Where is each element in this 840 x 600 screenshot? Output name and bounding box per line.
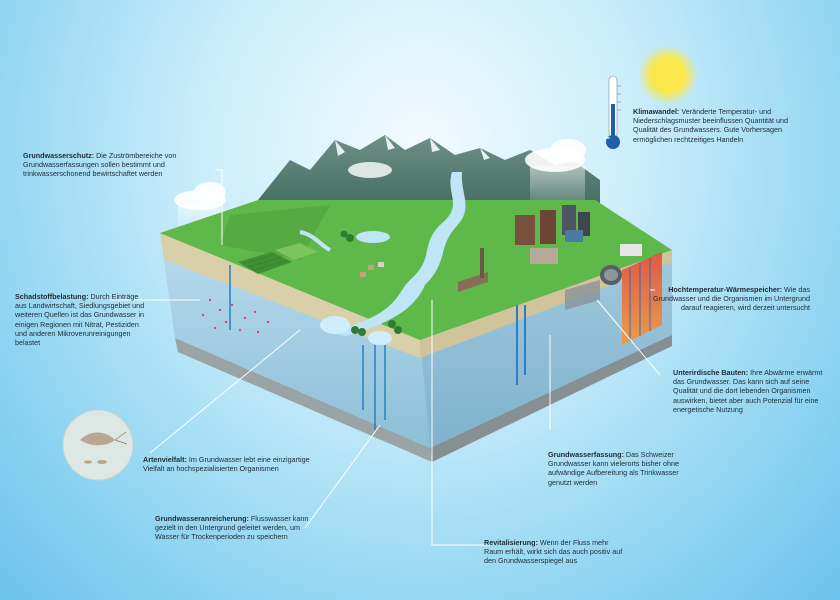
annotation-text: Ihre Abwärme erwärmt das Grundwasser. Da…: [673, 368, 823, 414]
annotation-title: Revitalisierung:: [484, 538, 538, 547]
annotation-title: Grundwasseranreicherung:: [155, 514, 249, 523]
pollution-plume: [201, 298, 270, 334]
annotation-klimawandel: Klimawandel: Veränderte Temperatur- und …: [633, 107, 813, 144]
annotation-title: Grundwasserfassung:: [548, 450, 624, 459]
annotation-text: Wie das Grundwasser und die Organismen i…: [652, 285, 810, 313]
farm-fields: [238, 243, 318, 274]
annotation-schadstoffbelastung: Schadstoffbelastung: Durch Einträge aus …: [15, 292, 145, 347]
amphipod-icon: [62, 409, 134, 481]
cloud-icon: [348, 162, 392, 178]
settlement: [360, 262, 384, 277]
trees: [340, 230, 402, 336]
annotation-text: Veränderte Temperatur- und Niederschlags…: [633, 107, 789, 144]
factory-icon: [458, 248, 488, 292]
bedrock-layer: [430, 335, 672, 462]
recharge-basin: [368, 331, 392, 345]
annotation-text: Durch Einträge aus Landwirtschaft, Siedl…: [15, 292, 145, 348]
annotation-text: Die Zuströmbereiche von Grundwasserfassu…: [23, 151, 177, 179]
heat-storage-icon: [622, 252, 662, 345]
city-buildings: [515, 205, 642, 264]
annotation-grundwasseranreicherung: Grundwasseranreicherung: Flusswasser kan…: [155, 514, 315, 542]
annotation-grundwasserfassung: Grundwasserfassung: Das Schweizer Grundw…: [548, 450, 693, 487]
annotation-text: Das Schweizer Grundwasser kann vielerort…: [548, 450, 680, 487]
annotation-title: Grundwasserschutz:: [23, 151, 95, 160]
recharge-basin: [320, 316, 350, 334]
sun-icon: [638, 45, 698, 105]
annotation-title: Hochtemperatur-Wärmespeicher:: [668, 285, 783, 294]
well-icon: [229, 265, 526, 430]
annotation-text: Flusswasser kann gezielt in den Untergru…: [155, 514, 309, 542]
leader-lines: [110, 137, 661, 546]
bedrock-layer: [175, 338, 432, 462]
annotation-hochtemperatur: Hochtemperatur-Wärmespeicher: Wie das Gr…: [650, 285, 810, 313]
annotation-title: Artenvielfalt:: [143, 455, 187, 464]
mountain-range: [258, 135, 600, 215]
annotation-grundwasserschutz: Grundwasserschutz: Die Zuströmbereiche v…: [23, 151, 213, 179]
tunnel-icon: [565, 265, 622, 310]
annotation-title: Unterirdische Bauten:: [673, 368, 749, 377]
annotation-title: Klimawandel:: [633, 107, 680, 116]
lake: [356, 231, 390, 243]
annotation-unterirdische-bauten: Unterirdische Bauten: Ihre Abwärme erwär…: [673, 368, 823, 414]
annotation-title: Schadstoffbelastung:: [15, 292, 89, 301]
annotation-text: Wenn der Fluss mehr Raum erhält, wirkt s…: [484, 538, 623, 566]
annotation-text: Im Grundwasser lebt eine einzigartige Vi…: [143, 455, 310, 474]
river: [330, 172, 466, 336]
annotation-artenvielfalt: Artenvielfalt: Im Grundwasser lebt eine …: [143, 455, 318, 473]
annotation-revitalisierung: Revitalisierung: Wenn der Fluss mehr Rau…: [484, 538, 624, 566]
